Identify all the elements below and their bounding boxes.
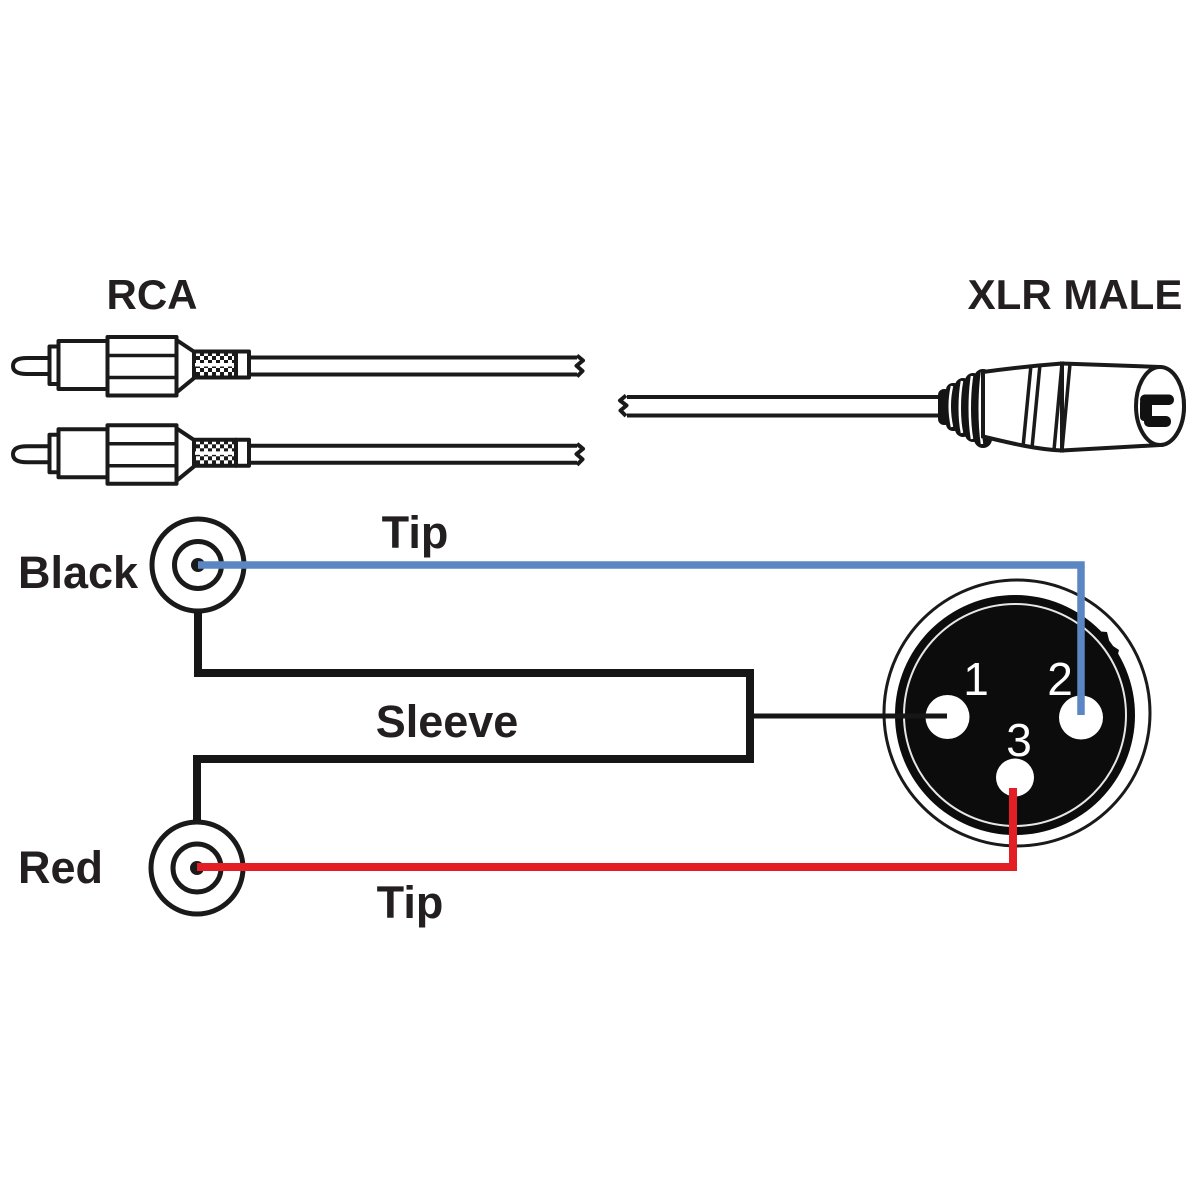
- xlr-strain-relief: [938, 369, 992, 448]
- xlr-pin-2-number: 2: [1047, 653, 1073, 705]
- xlr-body: [981, 361, 1186, 453]
- red-jack-label: Red: [18, 842, 103, 893]
- xlr-male-connector: [618, 361, 1186, 453]
- xlr-pin-3: [996, 758, 1034, 797]
- xlr-pin-2: [1059, 695, 1103, 740]
- black-jack-label: Black: [18, 547, 139, 598]
- xlr-pin-1-number: 1: [963, 653, 989, 705]
- xlr-pin-3-number: 3: [1006, 714, 1032, 766]
- xlr-cable: [618, 393, 953, 418]
- tip-wire-red-jack: [197, 788, 1017, 871]
- rca-plug-top: [11, 335, 585, 398]
- xlr-face-disc: [895, 595, 1135, 835]
- tip-wire-black-jack: [198, 561, 1085, 715]
- sleeve-label: Sleeve: [376, 696, 519, 747]
- rca-plug-bottom: [11, 423, 585, 486]
- xlr-male-title: XLR MALE: [968, 271, 1183, 318]
- xlr-male-pins-side: [1140, 394, 1174, 427]
- tip-label-bottom: Tip: [377, 877, 444, 928]
- rca-title: RCA: [107, 271, 198, 318]
- xlr-pin-1: [925, 695, 970, 739]
- tip-label-top: Tip: [382, 507, 449, 558]
